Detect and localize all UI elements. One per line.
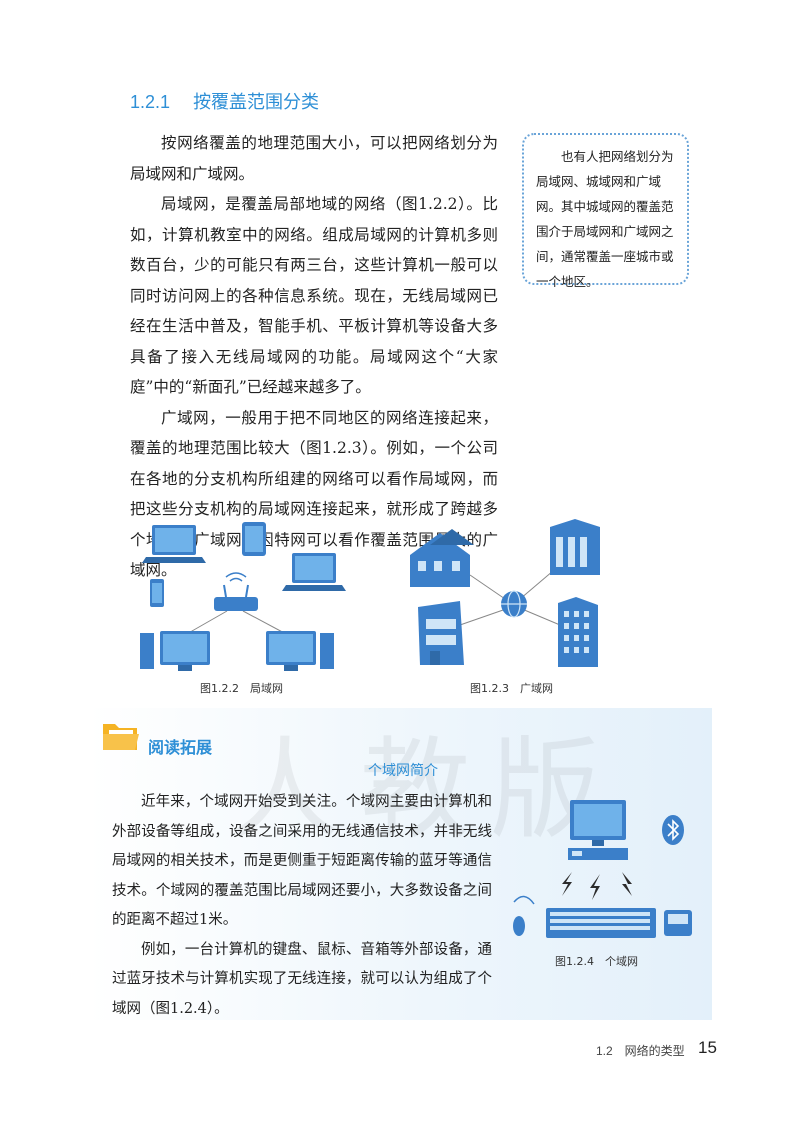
lan-figure bbox=[140, 522, 346, 671]
watermark: 人教版 bbox=[230, 726, 620, 854]
keyboard-icon bbox=[546, 908, 656, 938]
wan-figure bbox=[410, 519, 600, 667]
bluetooth-icon bbox=[662, 815, 684, 845]
office-tower-icon bbox=[558, 597, 598, 667]
paragraph: 近年来，个域网开始受到关注。个域网主要由计算机和外部设备等组成，设备之间采用的无… bbox=[112, 794, 492, 928]
speaker-icon bbox=[664, 910, 692, 936]
footer-section: 1.2 网络的类型 bbox=[596, 1044, 685, 1058]
paragraph: 按网络覆盖的地理范围大小，可以把网络划分为局域网和广域网。 bbox=[130, 134, 498, 183]
router-icon bbox=[214, 572, 258, 611]
paragraph: 例如，一台计算机的键盘、鼠标、音箱等外部设备，通过蓝牙技术与计算机实现了无线连接… bbox=[112, 941, 492, 1017]
reading-title: 阅读拓展 bbox=[148, 740, 213, 757]
bank-building-icon bbox=[550, 519, 600, 575]
folder-icon bbox=[103, 724, 139, 750]
house-icon bbox=[410, 529, 474, 587]
laptop-icon bbox=[142, 525, 206, 563]
laptop-icon bbox=[282, 553, 346, 591]
paragraph: 局域网，是覆盖局部地域的网络（图1.2.2）。比如，计算机教室中的网络。组成局域… bbox=[130, 195, 498, 396]
phone-icon bbox=[150, 579, 164, 607]
main-text: 按网络覆盖的地理范围大小，可以把网络划分为局域网和广域网。 局域网，是覆盖局部地… bbox=[130, 128, 498, 586]
side-note: 也有人把网络划分为局域网、城域网和广域网。其中城域网的覆盖范围介于局域网和广域网… bbox=[522, 133, 689, 289]
pan-figure bbox=[513, 800, 692, 938]
globe-icon bbox=[501, 590, 527, 618]
tablet-icon bbox=[242, 522, 266, 556]
pan-caption: 图1.2.4 个域网 bbox=[555, 955, 638, 968]
desktop-computer-icon bbox=[266, 631, 334, 671]
section-heading: 1.2.1 按覆盖范围分类 bbox=[130, 88, 319, 114]
reading-subtitle: 个域网简介 bbox=[368, 762, 438, 778]
reading-text: 近年来，个域网开始受到关注。个域网主要由计算机和外部设备等组成，设备之间采用的无… bbox=[112, 788, 492, 1024]
reading-extension-box bbox=[88, 708, 712, 1020]
store-building-icon bbox=[418, 601, 464, 665]
page-number: 15 bbox=[698, 1038, 717, 1057]
wan-caption: 图1.2.3 广域网 bbox=[470, 682, 553, 695]
wireless-signal-icon bbox=[562, 872, 632, 900]
lan-caption: 图1.2.2 局域网 bbox=[200, 682, 283, 695]
section-number: 1.2.1 bbox=[130, 92, 171, 112]
monitor-icon bbox=[568, 800, 628, 860]
paragraph: 广域网，一般用于把不同地区的网络连接起来，覆盖的地理范围比较大（图1.2.3）。… bbox=[130, 408, 498, 580]
desktop-computer-icon bbox=[140, 631, 210, 671]
section-title: 按覆盖范围分类 bbox=[193, 92, 320, 112]
mouse-icon bbox=[513, 895, 535, 936]
